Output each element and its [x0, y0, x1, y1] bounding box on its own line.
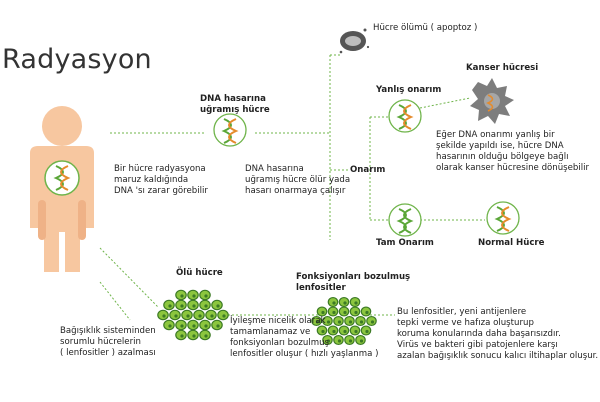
cell-nucleus	[180, 304, 184, 308]
cell-nucleus	[315, 320, 320, 324]
label-repair: Onarım	[350, 165, 386, 175]
dead-cell-icon	[339, 28, 370, 54]
cell-nucleus	[321, 329, 325, 334]
label-dna-damaged-cell: DNA hasarına uğramış hücre	[200, 94, 270, 116]
text-line: tamamlanamaz ve	[230, 327, 311, 337]
lymph-text: Bu lenfositler, yeni antijenlere tepki v…	[397, 307, 598, 362]
cell-nucleus	[365, 329, 369, 334]
cell-nucleus	[192, 324, 196, 328]
label-normal-cell: Normal Hücre	[478, 238, 545, 248]
person-dna-icon	[53, 165, 71, 191]
label-line: DNA hasarına	[200, 94, 266, 104]
cell-nucleus	[359, 320, 364, 324]
cell-nucleus	[204, 304, 208, 308]
connector-lines	[99, 54, 485, 321]
cell-cluster-icon-dead	[157, 289, 229, 341]
cell-nucleus	[354, 310, 358, 315]
text-line: DNA 'sı zarar görebilir	[114, 186, 208, 196]
text-line: Bir hücre radyasyona	[114, 164, 206, 174]
cell-nucleus	[168, 324, 172, 328]
label-line: uğramış hücre	[200, 105, 270, 115]
text-line: şekilde yapıldı ise, hücre DNA	[436, 141, 564, 151]
cell-nucleus	[192, 304, 196, 308]
cell-nucleus	[343, 301, 347, 305]
dna-cell-icon-full-repair	[388, 203, 422, 237]
cell-nucleus	[343, 310, 347, 315]
person-icon	[30, 106, 94, 272]
text-line: fonksiyonları bozulmuş	[230, 338, 330, 348]
cell-nucleus	[354, 301, 358, 305]
cell-nucleus	[222, 314, 226, 318]
cell-nucleus	[343, 329, 347, 334]
cell-nucleus	[180, 334, 184, 338]
cell-nucleus	[186, 314, 190, 318]
cell-nucleus	[168, 304, 172, 308]
cell-nucleus	[216, 324, 220, 328]
cell-nucleus	[348, 320, 353, 324]
cell-nucleus	[365, 310, 369, 315]
text-line: koruma konularında daha başarısızdır.	[397, 329, 561, 339]
text-line: azalan bağışıklık sonucu kalıcı iltihapl…	[397, 351, 599, 361]
cell-nucleus	[332, 329, 336, 334]
label-line: Fonksiyonları bozulmuş	[296, 272, 411, 282]
cell-nucleus	[321, 310, 325, 315]
text-line: uğramış hücre ölür yada	[245, 175, 351, 185]
text-line: Bu lenfositler, yeni antijenlere	[397, 307, 527, 317]
cell-nucleus	[337, 339, 342, 343]
cell-nucleus	[180, 324, 184, 328]
immune-text: Bağışıklık sisteminden sorumlu hücreleri…	[60, 326, 156, 359]
cell-nucleus	[326, 339, 331, 343]
text-line: hasarı onarmaya çalışır	[245, 186, 346, 196]
dna-cell-icon-wrong-repair	[388, 99, 422, 133]
text-line: tepki verme ve hafıza oluşturup	[397, 318, 534, 328]
cell-nucleus	[192, 334, 196, 338]
label-malfunction-lymphocytes: Fonksiyonları bozulmuş lenfositler	[296, 272, 410, 294]
cell-nucleus	[210, 314, 214, 318]
text-line: İyileşme nicelik olarak	[230, 316, 326, 326]
cell-nucleus	[216, 304, 220, 308]
label-wrong-repair: Yanlış onarım	[376, 85, 442, 95]
cell-nucleus	[162, 314, 166, 318]
label-cell-death: Hücre ölümü ( apoptoz )	[373, 23, 478, 33]
intro-text: Bir hücre radyasyona maruz kaldığında DN…	[114, 164, 208, 197]
dna-cell-icon-damaged	[213, 113, 247, 147]
label-line: lenfositler	[296, 283, 346, 293]
text-line: Virüs ve bakteri gibi patojenlere karşı	[397, 340, 558, 350]
label-full-repair: Tam Onarım	[376, 238, 434, 248]
cell-nucleus	[180, 294, 184, 298]
cell-nucleus	[198, 314, 202, 318]
cancer-cell-icon	[470, 78, 514, 124]
cell-cluster-icon-lymphocytes	[311, 296, 377, 346]
text-line: hasarının olduğu bölgeye bağlı	[436, 152, 569, 162]
cell-nucleus	[337, 320, 342, 324]
cell-nucleus	[332, 301, 336, 305]
cell-nucleus	[192, 294, 196, 298]
cell-nucleus	[326, 320, 331, 324]
cell-nucleus	[174, 314, 178, 318]
label-dead-cell: Ölü hücre	[176, 268, 223, 278]
dna-outcome-text: DNA hasarına uğramış hücre ölür yada has…	[245, 164, 350, 197]
cell-nucleus	[332, 310, 336, 315]
cell-nucleus	[348, 339, 353, 343]
cell-nucleus	[204, 294, 208, 298]
text-line: sorumlu hücrelerin	[60, 337, 141, 347]
label-cancer-cell: Kanser hücresi	[466, 63, 539, 73]
healing-text: İyileşme nicelik olarak tamamlanamaz ve …	[230, 316, 378, 360]
text-line: Bağışıklık sisteminden	[60, 326, 156, 336]
text-line: olarak kanser hücresine dönüşebilir	[436, 163, 590, 173]
text-line: maruz kaldığında	[114, 175, 189, 185]
page-title: Radyasyon	[2, 44, 152, 75]
text-line: DNA hasarına	[245, 164, 304, 174]
text-line: lenfositler oluşur ( hızlı yaşlanma )	[230, 349, 379, 359]
cell-nucleus	[204, 324, 208, 328]
dna-cell-icon-normal	[486, 201, 520, 235]
cancer-text: Eğer DNA onarımı yanlış bir şekilde yapı…	[436, 130, 589, 174]
text-line: ( lenfositler ) azalması	[60, 348, 156, 358]
cell-nucleus	[204, 334, 208, 338]
cell-nucleus	[359, 339, 364, 343]
text-line: Eğer DNA onarımı yanlış bir	[436, 130, 555, 140]
cell-nucleus	[370, 320, 375, 324]
cell-nucleus	[354, 329, 358, 334]
